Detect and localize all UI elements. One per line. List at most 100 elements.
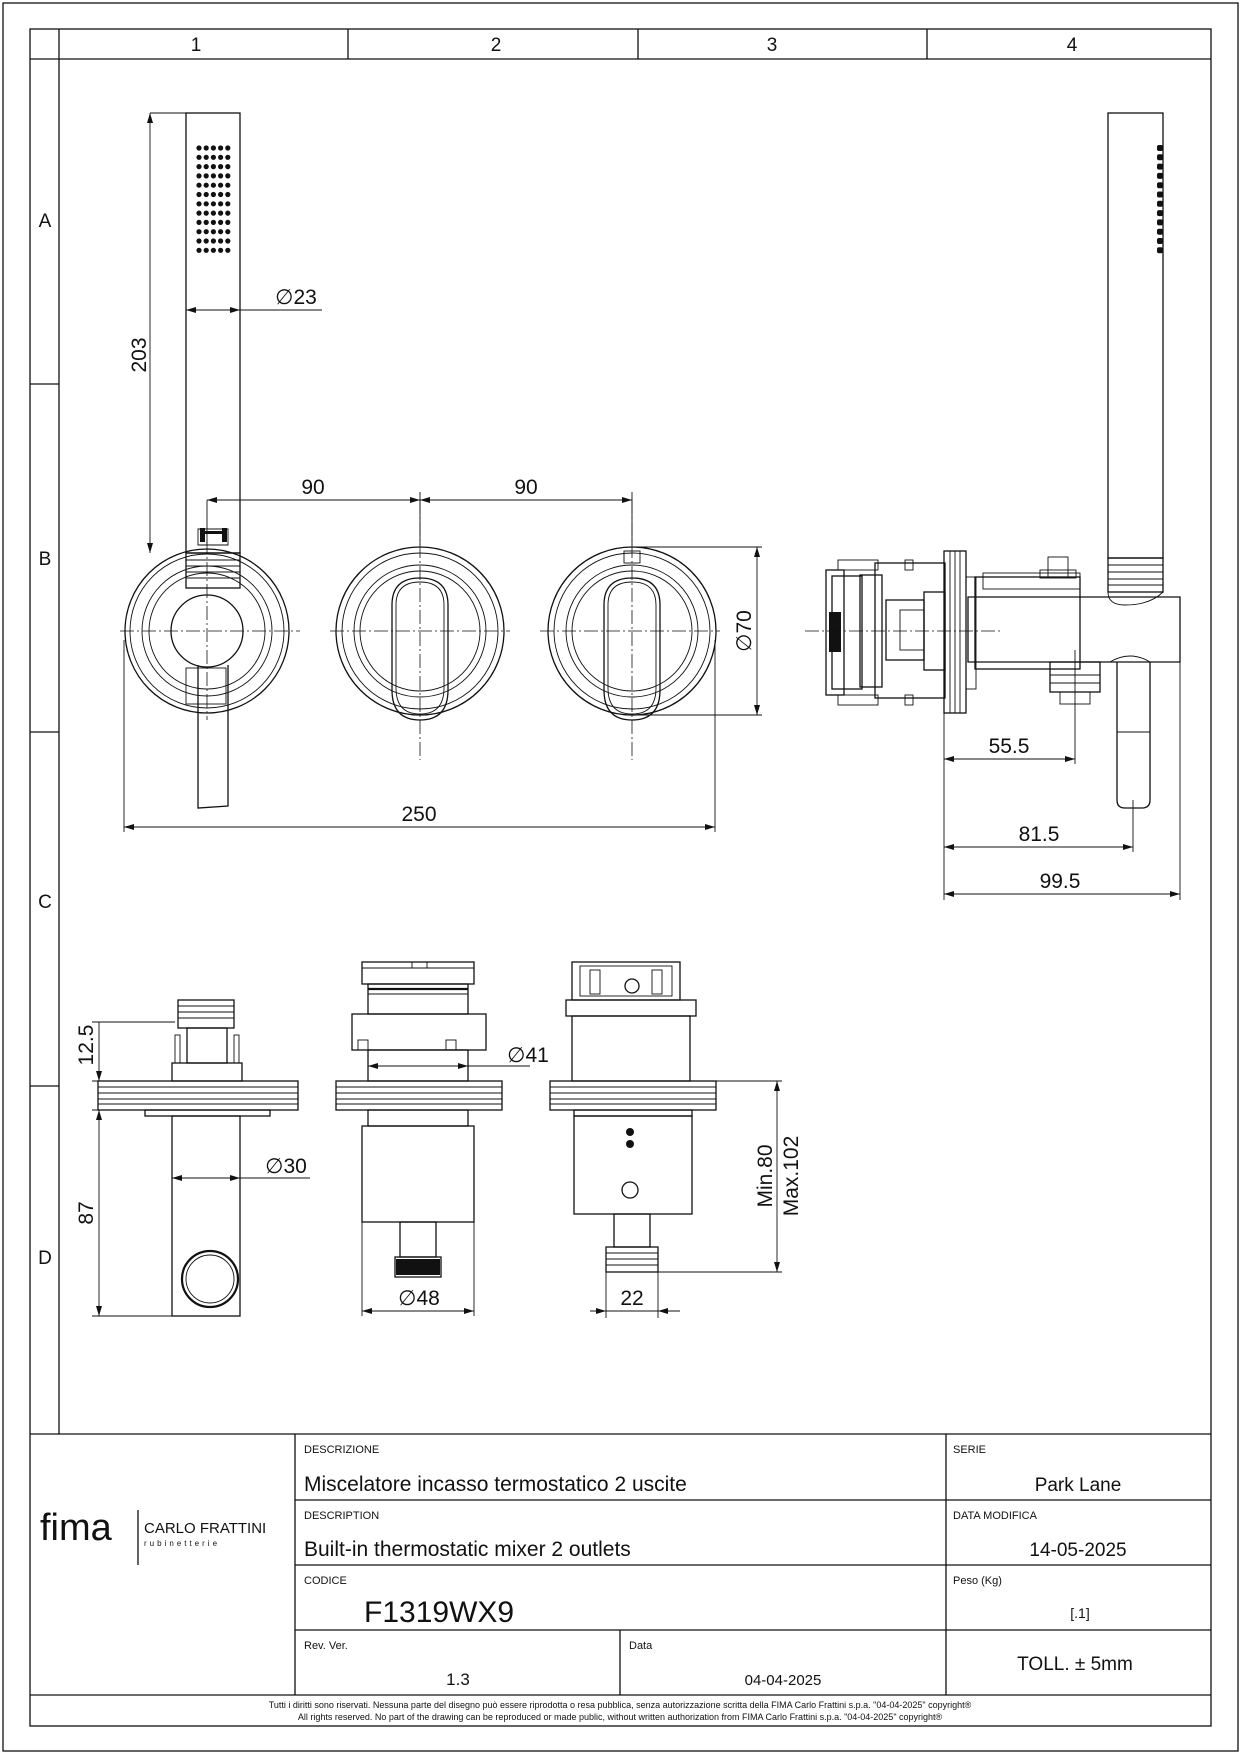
side-spray-holes bbox=[1157, 145, 1163, 254]
dim-90-left: 90 bbox=[301, 476, 324, 499]
diverter-body-view: 12.5 87 ∅30 bbox=[75, 999, 310, 1317]
spray-hole bbox=[203, 247, 209, 253]
grid-row-a: A bbox=[39, 211, 52, 232]
grid-col-1: 1 bbox=[191, 35, 202, 56]
side-spray-hole bbox=[1157, 191, 1163, 198]
dim-diameter-41: ∅41 bbox=[507, 1044, 549, 1067]
spray-hole bbox=[210, 145, 216, 151]
dim-55-5: 55.5 bbox=[989, 735, 1030, 758]
spray-hole bbox=[210, 219, 216, 225]
dim-203: 203 bbox=[128, 337, 151, 372]
side-spray-hole bbox=[1157, 210, 1163, 217]
spray-hole bbox=[210, 238, 216, 244]
spray-hole bbox=[210, 154, 216, 160]
side-body-view: Min.80 Max.102 22 bbox=[549, 961, 803, 1318]
spray-hole bbox=[225, 173, 231, 179]
spray-hole bbox=[196, 247, 202, 253]
spray-hole bbox=[210, 191, 216, 198]
spray-hole bbox=[218, 238, 224, 244]
dim-22: 22 bbox=[620, 1287, 643, 1310]
spray-hole bbox=[196, 191, 202, 198]
spray-hole bbox=[196, 182, 202, 188]
value-description: Built-in thermostatic mixer 2 outlets bbox=[304, 1538, 631, 1561]
side-spray-hole bbox=[1157, 182, 1163, 189]
spray-hole bbox=[225, 164, 231, 170]
spray-hole bbox=[196, 164, 202, 170]
label-rev: Rev. Ver. bbox=[304, 1640, 348, 1652]
side-spray-hole bbox=[1157, 219, 1163, 226]
dim-87: 87 bbox=[75, 1201, 98, 1224]
dim-12-5: 12.5 bbox=[75, 1025, 98, 1066]
spray-hole bbox=[203, 173, 209, 179]
dim-max-102: Max.102 bbox=[780, 1136, 803, 1217]
spray-hole bbox=[225, 238, 231, 244]
spray-hole bbox=[218, 164, 224, 170]
label-descrizione: DESCRIZIONE bbox=[304, 1444, 379, 1456]
value-serie: Park Lane bbox=[1035, 1475, 1122, 1496]
spray-hole bbox=[196, 173, 202, 179]
grid-row-b: B bbox=[39, 549, 52, 570]
spray-hole bbox=[196, 201, 202, 207]
grid-col-2: 2 bbox=[491, 35, 502, 56]
spray-hole bbox=[225, 182, 231, 188]
value-descrizione: Miscelatore incasso termostatico 2 uscit… bbox=[304, 1473, 687, 1496]
spray-hole bbox=[196, 219, 202, 225]
value-data: 04-04-2025 bbox=[745, 1672, 822, 1689]
spray-hole bbox=[218, 229, 224, 235]
spray-hole bbox=[210, 229, 216, 235]
spray-hole bbox=[210, 247, 216, 253]
spray-hole bbox=[203, 182, 209, 188]
spray-hole bbox=[203, 191, 209, 198]
handshower bbox=[185, 112, 241, 589]
spray-hole bbox=[225, 191, 231, 198]
label-data-modifica: DATA MODIFICA bbox=[953, 1510, 1038, 1522]
spray-hole bbox=[196, 229, 202, 235]
label-data: Data bbox=[629, 1640, 653, 1652]
grid-row-c: C bbox=[38, 892, 52, 913]
spray-hole bbox=[196, 145, 202, 151]
spray-hole bbox=[225, 145, 231, 151]
spray-holes bbox=[196, 145, 231, 253]
front-view: 203 ∅23 90 90 ∅70 250 bbox=[120, 112, 762, 832]
spray-hole bbox=[203, 145, 209, 151]
logo-sub: rubinetterie bbox=[144, 1539, 220, 1548]
value-data-modifica: 14-05-2025 bbox=[1029, 1540, 1126, 1561]
value-rev: 1.3 bbox=[446, 1670, 470, 1689]
spray-hole bbox=[203, 164, 209, 170]
spray-hole bbox=[218, 201, 224, 207]
spray-hole bbox=[225, 210, 231, 216]
label-codice: CODICE bbox=[304, 1575, 347, 1587]
spray-hole bbox=[218, 247, 224, 253]
side-spray-hole bbox=[1157, 228, 1163, 235]
spray-hole bbox=[210, 182, 216, 188]
dim-diameter-70: ∅70 bbox=[733, 610, 756, 652]
spray-hole bbox=[210, 173, 216, 179]
copyright-en: All rights reserved. No part of the draw… bbox=[298, 1712, 943, 1722]
dim-min-80: Min.80 bbox=[754, 1144, 777, 1207]
label-description: DESCRIPTION bbox=[304, 1510, 379, 1522]
spray-hole bbox=[218, 145, 224, 151]
spray-hole bbox=[225, 229, 231, 235]
logo-fima: fima bbox=[40, 1507, 113, 1549]
label-peso: Peso (Kg) bbox=[953, 1575, 1002, 1587]
spray-hole bbox=[203, 229, 209, 235]
title-block: fima CARLO FRATTINI rubinetterie DESCRIZ… bbox=[30, 1433, 1211, 1722]
spray-hole bbox=[218, 210, 224, 216]
spray-hole bbox=[218, 173, 224, 179]
grid-row-d: D bbox=[38, 1248, 52, 1269]
side-spray-hole bbox=[1157, 154, 1163, 161]
spray-hole bbox=[203, 210, 209, 216]
value-codice: F1319WX9 bbox=[364, 1596, 514, 1629]
spray-hole bbox=[218, 182, 224, 188]
spray-hole bbox=[225, 247, 231, 253]
spray-hole bbox=[218, 154, 224, 160]
dim-diameter-23: ∅23 bbox=[275, 286, 317, 309]
spray-hole bbox=[203, 154, 209, 160]
side-spray-hole bbox=[1157, 247, 1163, 254]
spray-hole bbox=[196, 238, 202, 244]
inner-frame bbox=[29, 28, 1212, 1727]
label-serie: SERIE bbox=[953, 1444, 986, 1456]
spray-hole bbox=[203, 219, 209, 225]
